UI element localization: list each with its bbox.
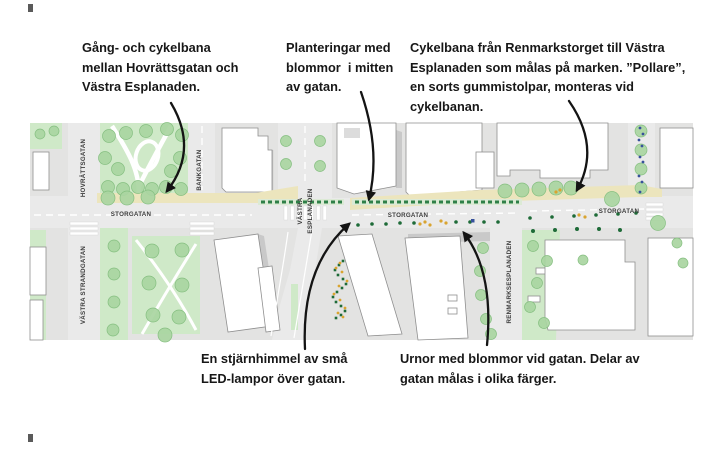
annotation-line: Cykelbana från Renmarkstorget till Västr… bbox=[410, 40, 665, 55]
trees bbox=[34, 122, 689, 343]
arrow-planteringar bbox=[359, 90, 377, 202]
annotation-line: en sorts gummistolpar, monteras vid cyke… bbox=[410, 79, 638, 114]
annotation-line: blommor i mitten bbox=[286, 59, 394, 75]
annotation-stjarnhimmel: En stjärnhimmel av små LED-lampor över g… bbox=[201, 349, 381, 388]
street-label-bankgatan: BANKGATAN bbox=[196, 149, 203, 190]
street-label-vastra-strandgatan: VÄSTRA STRANDGATAN bbox=[80, 246, 87, 325]
annotation-line: Urnor med blommor vid gatan. Delar av bbox=[400, 351, 640, 366]
annotation-planteringar: Planteringar med blommor i mitten av gat… bbox=[286, 38, 416, 97]
led-dot-chain bbox=[331, 259, 349, 320]
street-label-renmarksesplanaden: RENMARKSESPLANADEN bbox=[506, 240, 513, 323]
annotation-line: Gång- och cykelbana bbox=[82, 40, 211, 55]
annotation-line: Esplanaden som målas på marken. ”Pollare… bbox=[410, 59, 686, 75]
arrow-urnor bbox=[462, 230, 490, 347]
corner-mark-bottom bbox=[28, 434, 33, 442]
annotation-cykelbana-pollare: Cykelbana från Renmarkstorget till Västr… bbox=[410, 38, 710, 116]
crosswalks bbox=[69, 202, 664, 236]
annotation-arrows bbox=[165, 90, 589, 351]
street-label-storgatan-mid: STORGATAN bbox=[388, 212, 429, 219]
annotation-urnor: Urnor med blommor vid gatan. Delar av ga… bbox=[400, 349, 670, 388]
corner-mark-top bbox=[28, 4, 33, 12]
street-labels: HOVRÄTTSGATAN VÄSTRA STRANDGATAN BANKGAT… bbox=[80, 139, 639, 325]
annotation-line: mellan Hovrättsgatan och bbox=[82, 59, 239, 75]
annotation-line: LED-lampor över gatan. bbox=[201, 370, 346, 386]
blue-flower-dots bbox=[637, 126, 645, 194]
street-label-storgatan-east: STORGATAN bbox=[599, 208, 640, 215]
street-label-vastra-esplanaden-line2: ESPLANADEN bbox=[307, 188, 314, 233]
street-label-vastra-esplanaden-line1: VÄSTRA bbox=[297, 197, 304, 224]
annotation-line: av gatan. bbox=[286, 79, 342, 94]
south-blocks bbox=[29, 228, 694, 341]
planter-median bbox=[258, 199, 522, 205]
street-label-hovrattsgatan: HOVRÄTTSGATAN bbox=[80, 139, 87, 198]
arrow-gang-cykelbana bbox=[165, 101, 186, 194]
annotation-line: gatan målas i olika färger. bbox=[400, 370, 557, 386]
street-label-storgatan-west: STORGATAN bbox=[111, 211, 152, 218]
arrow-stjarnhimmel bbox=[303, 222, 351, 351]
arrow-cykelbana-pollare bbox=[567, 99, 589, 193]
annotation-line: Västra Esplanaden. bbox=[82, 79, 201, 94]
urn-dots bbox=[356, 188, 638, 233]
annotation-line: Planteringar med bbox=[286, 40, 391, 55]
annotation-gang-cykelbana: Gång- och cykelbana mellan Hovrättsgatan… bbox=[82, 38, 272, 97]
road-markings bbox=[34, 126, 645, 339]
annotation-line: En stjärnhimmel av små bbox=[201, 351, 348, 366]
